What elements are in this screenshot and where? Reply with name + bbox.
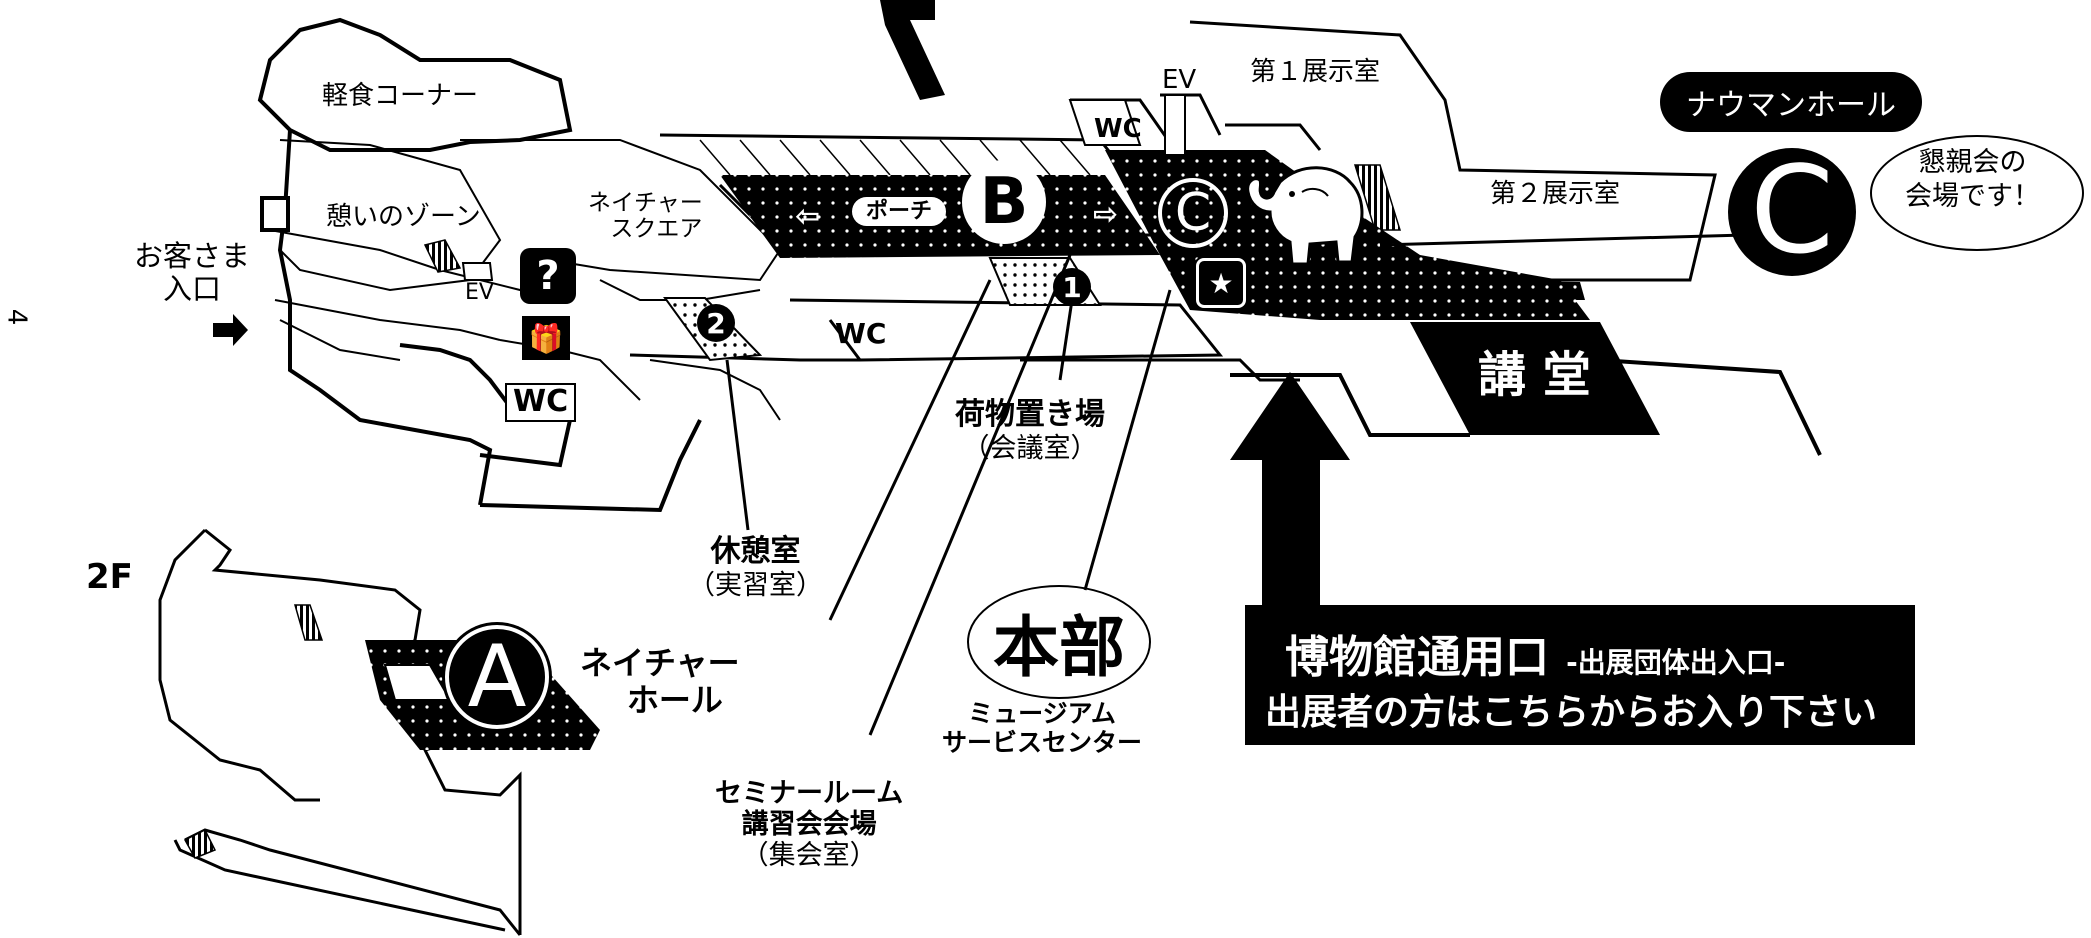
- headquarters-star-text: ★: [1208, 266, 1234, 300]
- stairs-2f-lower: [183, 828, 217, 859]
- naumann-elephant-icon: [1246, 166, 1364, 266]
- staff-entrance-title-row: 博物館通用口 -出展団体出入口-: [1285, 621, 1785, 685]
- hall-c-band: [1400, 280, 1585, 300]
- wc-label-east: WC: [1094, 114, 1142, 144]
- entrance-door: [260, 196, 290, 232]
- staff-entrance-arrow: [1230, 372, 1350, 630]
- marker-1-text: 1: [1062, 270, 1082, 304]
- wc-label-corridor: WC: [835, 317, 887, 350]
- page-number: 4: [1, 308, 32, 326]
- baggage-callout: 荷物置き場 （会議室）: [955, 397, 1105, 464]
- headquarters-star-icon: ★: [1196, 258, 1246, 308]
- north-arrow: [880, 0, 945, 100]
- seminar-callout: セミナールーム 講習会会場 （集会室）: [715, 778, 903, 871]
- ev-label-east: EV: [1162, 65, 1197, 95]
- marker-c-large: C: [1728, 148, 1856, 276]
- corridor-ticks: [699, 139, 1091, 176]
- rest-zone-label: 憩いのゾーン: [326, 202, 481, 232]
- exhibit-room-1-label: 第１展示室: [1250, 57, 1381, 87]
- marker-b: B: [962, 160, 1046, 244]
- marker-c-large-text: C: [1750, 142, 1834, 281]
- marker-2: 2: [697, 304, 735, 342]
- floor-2f-label: 2F: [86, 557, 133, 597]
- marker-1: 1: [1053, 268, 1091, 306]
- marker-b-text: B: [979, 165, 1029, 239]
- nature-hall-line1: ネイチャー: [580, 644, 740, 682]
- wc-label-west: WC: [505, 383, 577, 422]
- ev-label-west: EV: [465, 280, 494, 305]
- naumann-hall-badge: ナウマンホール: [1660, 72, 1922, 132]
- porch-right-arrow: ⇨: [1093, 197, 1119, 232]
- outer-road: [1230, 358, 1822, 456]
- seminar-line1: セミナールーム: [715, 778, 904, 809]
- marker-2-text: 2: [706, 306, 726, 340]
- baggage-sub: （会議室）: [962, 432, 1098, 464]
- stairs-east: [1353, 164, 1402, 231]
- headquarters-sub-line2: サービスセンター: [942, 727, 1143, 757]
- rest-room-sub: （実習室）: [688, 569, 823, 601]
- snack-corner-label: 軽食コーナー: [322, 81, 479, 111]
- speech-bubble: [1870, 135, 2084, 251]
- speech-bubble-text: 懇親会の 会場です！: [1905, 146, 2040, 214]
- marker-a: A: [445, 625, 549, 729]
- guest-entrance-line2: 入口: [163, 272, 222, 307]
- nature-square-line1: ネイチャー: [588, 190, 703, 216]
- stairs-west: [423, 239, 462, 273]
- marker-a-text: A: [467, 627, 527, 727]
- guest-entrance-label: お客さま 入口: [134, 239, 251, 307]
- guest-entrance-arrow: [213, 314, 248, 346]
- porch-label: ポーチ: [852, 197, 947, 227]
- gift-shop-icon: 🎁: [522, 316, 570, 360]
- headquarters-main: 本部: [993, 609, 1125, 686]
- rest-room-main: 休憩室: [710, 534, 801, 569]
- headquarters-sub-line1: ミュージアム: [968, 699, 1116, 728]
- nature-hall-line2: ホール: [626, 680, 723, 719]
- seminar-sub: （集会室）: [741, 840, 877, 872]
- headquarters-badge: 本部: [967, 585, 1151, 699]
- info-question-text: ?: [536, 253, 560, 299]
- marker-c-small-text: C: [1174, 183, 1212, 243]
- guest-entrance-line1: お客さま: [134, 239, 251, 273]
- wc-box-east: [1068, 99, 1142, 146]
- exhibit-room-2-label: 第２展示室: [1490, 179, 1621, 209]
- speech-bubble-line2: 会場です！: [1905, 180, 2040, 212]
- ev-box-west: [461, 262, 494, 281]
- staff-entrance-note: 出展者の方はこちらからお入り下さい: [1265, 692, 1878, 733]
- speech-bubble-line1: 懇親会の: [1918, 147, 2027, 178]
- staff-entrance-suffix: -出展団体出入口-: [1566, 646, 1786, 679]
- nature-square-label: ネイチャー スクエア: [588, 190, 703, 243]
- gift-shop-text: 🎁: [528, 321, 564, 355]
- staff-entrance-title: 博物館通用口: [1285, 632, 1549, 683]
- auditorium-area: [1410, 322, 1660, 435]
- marker-c-small: C: [1158, 178, 1228, 248]
- porch-left-arrow: ⇦: [795, 199, 821, 234]
- ev-east-shaft: [1164, 94, 1186, 156]
- staff-entrance-box: 博物館通用口 -出展団体出入口- 出展者の方はこちらからお入り下さい: [1245, 605, 1915, 745]
- baggage-main: 荷物置き場: [955, 397, 1105, 432]
- nature-square-line2: スクエア: [610, 216, 703, 243]
- stairs-2f: [294, 604, 324, 641]
- headquarters-sub: ミュージアム サービスセンター: [942, 699, 1143, 758]
- rest-room-callout: 休憩室 （実習室）: [688, 534, 823, 601]
- nature-hall-label: ネイチャー ホール: [580, 645, 740, 719]
- leader-lines: [725, 233, 1746, 736]
- auditorium-label: 講 堂: [1478, 347, 1591, 403]
- info-question-icon: ?: [520, 248, 576, 304]
- seminar-line2: 講習会会場: [741, 809, 877, 841]
